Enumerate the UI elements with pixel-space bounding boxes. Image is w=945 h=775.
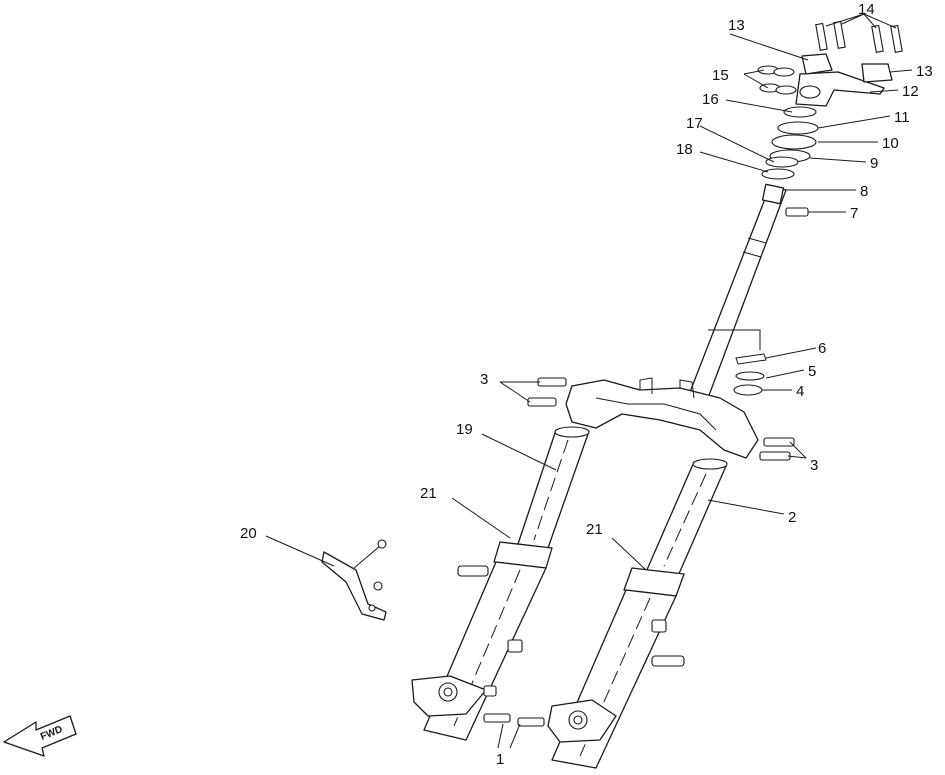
handlebar-holder-assembly [757, 20, 903, 107]
callout-20: 20 [240, 525, 257, 542]
lower-triple-clamp [565, 377, 759, 459]
left-fork-leg [411, 426, 590, 741]
callout-12: 12 [902, 83, 919, 100]
fender-bracket [321, 539, 387, 621]
callout-16: 16 [702, 91, 719, 108]
axle-pinch-bolts [483, 713, 545, 727]
callout-1: 1 [496, 751, 504, 768]
callout-21-right: 21 [586, 521, 603, 538]
callout-2: 2 [788, 509, 796, 526]
callout-13-right: 13 [916, 63, 933, 80]
callout-3-right: 3 [810, 457, 818, 474]
callout-3-left: 3 [480, 371, 488, 388]
leader-lines [265, 13, 913, 749]
clamp-bolts-left [527, 377, 567, 407]
callout-9: 9 [870, 155, 878, 172]
callout-17: 17 [686, 115, 703, 132]
callout-7: 7 [850, 205, 858, 222]
callout-10: 10 [882, 135, 899, 152]
clamp-bolts-right [759, 437, 795, 461]
stem-nut-washer-set [733, 353, 767, 396]
steering-stem [689, 183, 787, 399]
callout-19: 19 [456, 421, 473, 438]
callout-15: 15 [712, 67, 729, 84]
callout-14: 14 [858, 1, 875, 18]
callout-5: 5 [808, 363, 816, 380]
callout-labels: 1 2 3 3 4 5 6 7 8 9 10 11 12 13 13 14 15… [240, 1, 933, 768]
right-fork-leg [547, 458, 728, 769]
callout-11: 11 [894, 109, 910, 126]
forward-direction-arrow-icon: FWD [3, 715, 77, 757]
stem-bolt [785, 207, 809, 217]
callout-18: 18 [676, 141, 693, 158]
steering-bearing-stack [761, 106, 819, 180]
callout-6: 6 [818, 340, 826, 357]
callout-13-left: 13 [728, 17, 745, 34]
callout-8: 8 [860, 183, 868, 200]
callout-21-left: 21 [420, 485, 437, 502]
callout-4: 4 [796, 383, 804, 400]
